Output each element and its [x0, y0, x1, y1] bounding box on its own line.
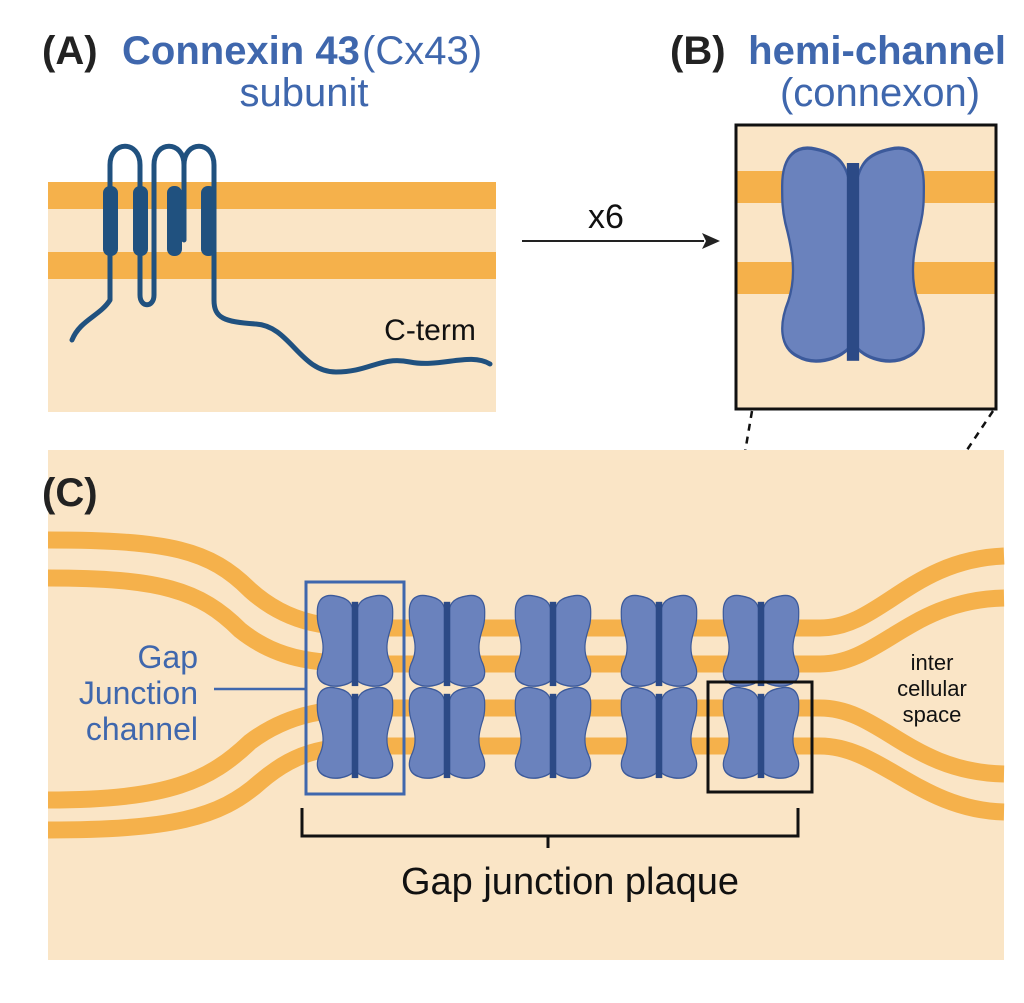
- gjc-label-line-1: Gap: [138, 639, 198, 675]
- gjc-label-line-3: channel: [86, 711, 198, 747]
- gap-junction-plaque-label: Gap junction plaque: [401, 861, 739, 903]
- panel-c-letter: (C): [42, 471, 98, 515]
- hemichannel-highlight-box: [706, 680, 814, 794]
- helix-tm4: [201, 186, 216, 256]
- panel-b: (B) hemi-channel (connexon): [670, 29, 1006, 411]
- intercellular-line-1: inter: [911, 650, 954, 675]
- upper-membrane-inner-band: [47, 569, 1005, 673]
- hemichannel-connexon-large: [780, 146, 926, 363]
- arrow-multiplier-label: x6: [588, 198, 624, 236]
- transmembrane-helices: [103, 186, 216, 256]
- c-term-label: C-term: [384, 314, 476, 347]
- plaque-bracket: [300, 808, 800, 848]
- panel-a-title-subunit: subunit: [240, 71, 369, 115]
- assembly-arrow: x6: [522, 198, 720, 249]
- connexin-polypeptide-chain: [69, 143, 493, 375]
- lower-membrane-inner-band: [47, 699, 1005, 809]
- helix-tm1: [103, 186, 118, 256]
- panel-a-membrane-background: [48, 182, 496, 412]
- panel-a: (A) Connexin 43 (Cx43) subunit C-term: [42, 29, 496, 412]
- intercellular-space-label: inter cellular space: [897, 650, 967, 727]
- gap-junction-channel-label: Gap Junction channel: [79, 639, 198, 747]
- intercellular-line-2: cellular: [897, 676, 967, 701]
- helix-tm2: [133, 186, 148, 256]
- panel-b-frame: [734, 123, 998, 411]
- panel-c: (C) Gap Junction channel inter cellular …: [42, 450, 1005, 960]
- panel-a-membrane-band-upper: [48, 182, 496, 209]
- panel-b-title-connexon: (connexon): [780, 71, 980, 115]
- panel-a-membrane-band-lower: [48, 252, 496, 279]
- helix-tm3: [167, 186, 182, 256]
- intercellular-line-3: space: [903, 702, 962, 727]
- panel-b-title-hemichannel: hemi-channel: [748, 29, 1006, 73]
- panel-a-title-protein: Connexin 43: [122, 29, 360, 73]
- gjc-label-line-2: Junction: [79, 675, 198, 711]
- arrow-head: [702, 233, 720, 249]
- panel-a-letter: (A): [42, 29, 98, 73]
- panel-a-title-abbrev: (Cx43): [362, 29, 482, 73]
- panel-b-letter: (B): [670, 29, 726, 73]
- lower-membrane-outer-band: [47, 737, 1005, 839]
